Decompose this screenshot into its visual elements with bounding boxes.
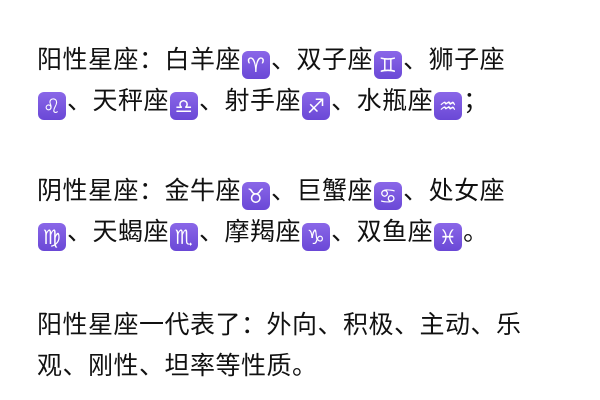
- separator: 、: [403, 45, 429, 74]
- sign-name: 天秤座: [92, 86, 170, 115]
- sign-name: 双子座: [296, 45, 374, 74]
- virgo-icon: ♍: [38, 223, 66, 251]
- line-1: 阴性星座：金牛座♉、巨蟹座♋、处女座: [37, 170, 577, 211]
- sign-name: 摩羯座: [224, 217, 302, 246]
- gemini-icon: ♊: [374, 51, 403, 79]
- sign-name: 处女座: [428, 176, 506, 205]
- cancer-icon: ♋: [374, 182, 403, 210]
- separator: 、: [67, 217, 93, 246]
- separator: 、: [199, 86, 225, 115]
- end-punct: ；: [463, 86, 489, 115]
- leo-icon: ♌: [38, 92, 66, 120]
- separator: 、: [331, 217, 357, 246]
- libra-icon: ♎: [170, 92, 199, 120]
- yin-label: 阴性星座：: [37, 176, 165, 205]
- sign-name: 水瓶座: [356, 86, 434, 115]
- sign-name: 狮子座: [428, 45, 506, 74]
- separator: 、: [403, 176, 429, 205]
- line-2: ♌、天秤座♎、射手座♐、水瓶座♒；: [37, 80, 577, 121]
- separator: 、: [199, 217, 225, 246]
- aquarius-icon: ♒: [434, 92, 463, 120]
- yin-signs-paragraph: 阴性星座：金牛座♉、巨蟹座♋、处女座 ♍、天蝎座♏、摩羯座♑、双鱼座♓。: [37, 170, 577, 252]
- yang-label: 阳性星座：: [37, 45, 165, 74]
- line-1: 阳性星座：白羊座♈、双子座♊、狮子座: [37, 39, 577, 80]
- line-1: 阳性星座一代表了：外向、积极、主动、乐: [37, 310, 522, 339]
- line-2: 观、刚性、坦率等性质。: [37, 351, 318, 380]
- sign-name: 金牛座: [164, 176, 242, 205]
- scorpio-icon: ♏: [170, 223, 199, 251]
- end-punct: 。: [463, 217, 489, 246]
- sagittarius-icon: ♐: [302, 92, 331, 120]
- sign-name: 射手座: [224, 86, 302, 115]
- yang-signs-paragraph: 阳性星座：白羊座♈、双子座♊、狮子座 ♌、天秤座♎、射手座♐、水瓶座♒；: [37, 39, 577, 121]
- separator: 、: [67, 86, 93, 115]
- separator: 、: [271, 45, 297, 74]
- separator: 、: [271, 176, 297, 205]
- separator: 、: [331, 86, 357, 115]
- sign-name: 天蝎座: [92, 217, 170, 246]
- sign-name: 双鱼座: [356, 217, 434, 246]
- pisces-icon: ♓: [434, 223, 463, 251]
- sign-name: 白羊座: [164, 45, 242, 74]
- taurus-icon: ♉: [242, 182, 271, 210]
- sign-name: 巨蟹座: [296, 176, 374, 205]
- capricorn-icon: ♑: [302, 223, 331, 251]
- yang-traits-paragraph: 阳性星座一代表了：外向、积极、主动、乐 观、刚性、坦率等性质。: [37, 304, 577, 386]
- aries-icon: ♈: [242, 51, 271, 79]
- line-2: ♍、天蝎座♏、摩羯座♑、双鱼座♓。: [37, 211, 577, 252]
